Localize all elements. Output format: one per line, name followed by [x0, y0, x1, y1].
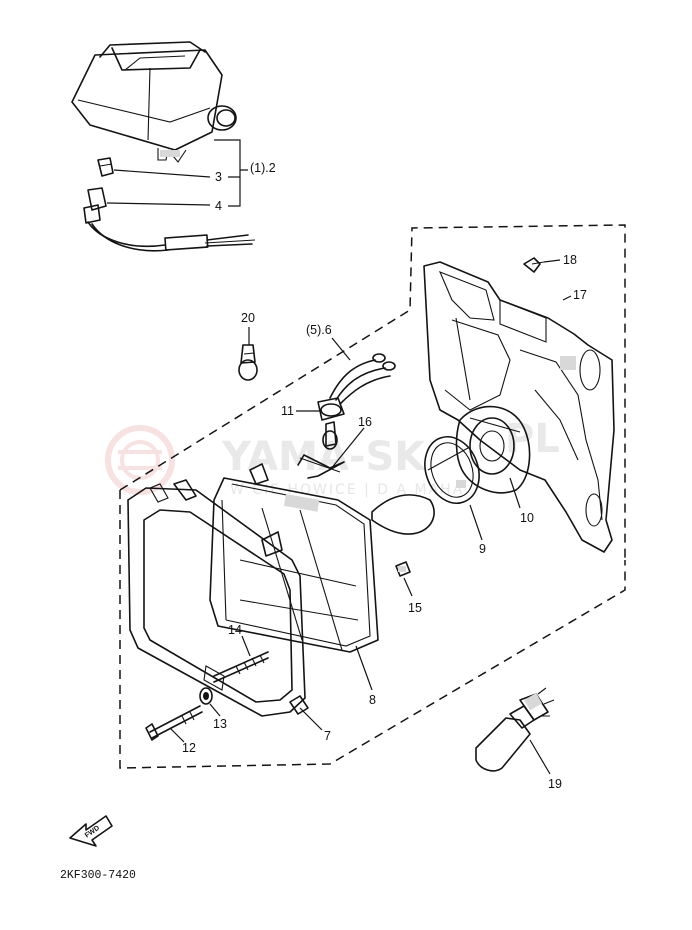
- label-17: 17: [573, 288, 587, 302]
- headlight-unit: [209, 463, 379, 653]
- leader-line-4: [106, 202, 211, 206]
- label-9: 9: [479, 542, 486, 556]
- watermark-subtitle: W CIE HOWICE | D A MAHA: [230, 482, 464, 498]
- assembly-outline-front: [119, 490, 626, 769]
- leader-line-12: [169, 727, 185, 743]
- label-5-6: (5).6: [306, 323, 332, 337]
- socket-cap: [455, 405, 531, 494]
- assembly-outline-top: [119, 224, 626, 560]
- label-12: 12: [182, 741, 196, 755]
- bolt-18: [523, 257, 545, 273]
- bolt-12: [145, 705, 203, 741]
- retaining-ring: [424, 436, 480, 504]
- leader-line-13: [209, 703, 221, 717]
- label-13: 13: [213, 717, 227, 731]
- leader-line-10: [509, 477, 521, 509]
- drawing-code: 2KF300-7420: [60, 869, 136, 882]
- leader-line-9: [469, 504, 483, 541]
- watermark-logo-icon: [105, 425, 175, 495]
- halogen-bulb: [475, 687, 555, 772]
- leader-line-17: [562, 295, 572, 301]
- label-18: 18: [563, 253, 577, 267]
- leader-line-3: [113, 169, 211, 178]
- nut-15: [395, 561, 411, 577]
- leader-line-19: [529, 739, 551, 775]
- cord-assembly: [329, 353, 396, 405]
- label-4: 4: [215, 199, 222, 213]
- forward-arrow-icon: [69, 815, 113, 847]
- label-11: 11: [281, 404, 294, 418]
- small-bulb: [97, 157, 114, 177]
- socket-with-cord: [83, 187, 256, 252]
- leader-line-18: [543, 259, 561, 263]
- label-7: 7: [324, 729, 331, 743]
- speedometer-housing: [71, 41, 237, 163]
- headlight-rim: [127, 479, 309, 717]
- bulb-20: [238, 344, 258, 381]
- label-16: 16: [358, 415, 372, 429]
- socket-11: [317, 397, 345, 450]
- leader-line-15: [403, 577, 413, 597]
- headlight-bracket: [423, 261, 615, 553]
- label-20: 20: [241, 311, 255, 325]
- label-speedometer-ref: (1).2: [250, 161, 276, 175]
- spring-16: [297, 454, 345, 479]
- label-10: 10: [520, 511, 534, 525]
- bulb-holder: [371, 494, 435, 535]
- leader-line-8: [355, 645, 373, 691]
- label-3: 3: [215, 170, 222, 184]
- adjusting-screw: [213, 651, 269, 683]
- label-19: 19: [548, 777, 562, 791]
- bracket-brace: [214, 139, 248, 207]
- leader-line-5: [331, 337, 351, 361]
- label-8: 8: [369, 693, 376, 707]
- leader-line-14: [241, 635, 251, 657]
- label-15: 15: [408, 601, 422, 615]
- leader-line-7: [299, 707, 323, 731]
- washer-13: [199, 687, 213, 705]
- label-14: 14: [228, 623, 242, 637]
- leader-line-16: [329, 427, 365, 471]
